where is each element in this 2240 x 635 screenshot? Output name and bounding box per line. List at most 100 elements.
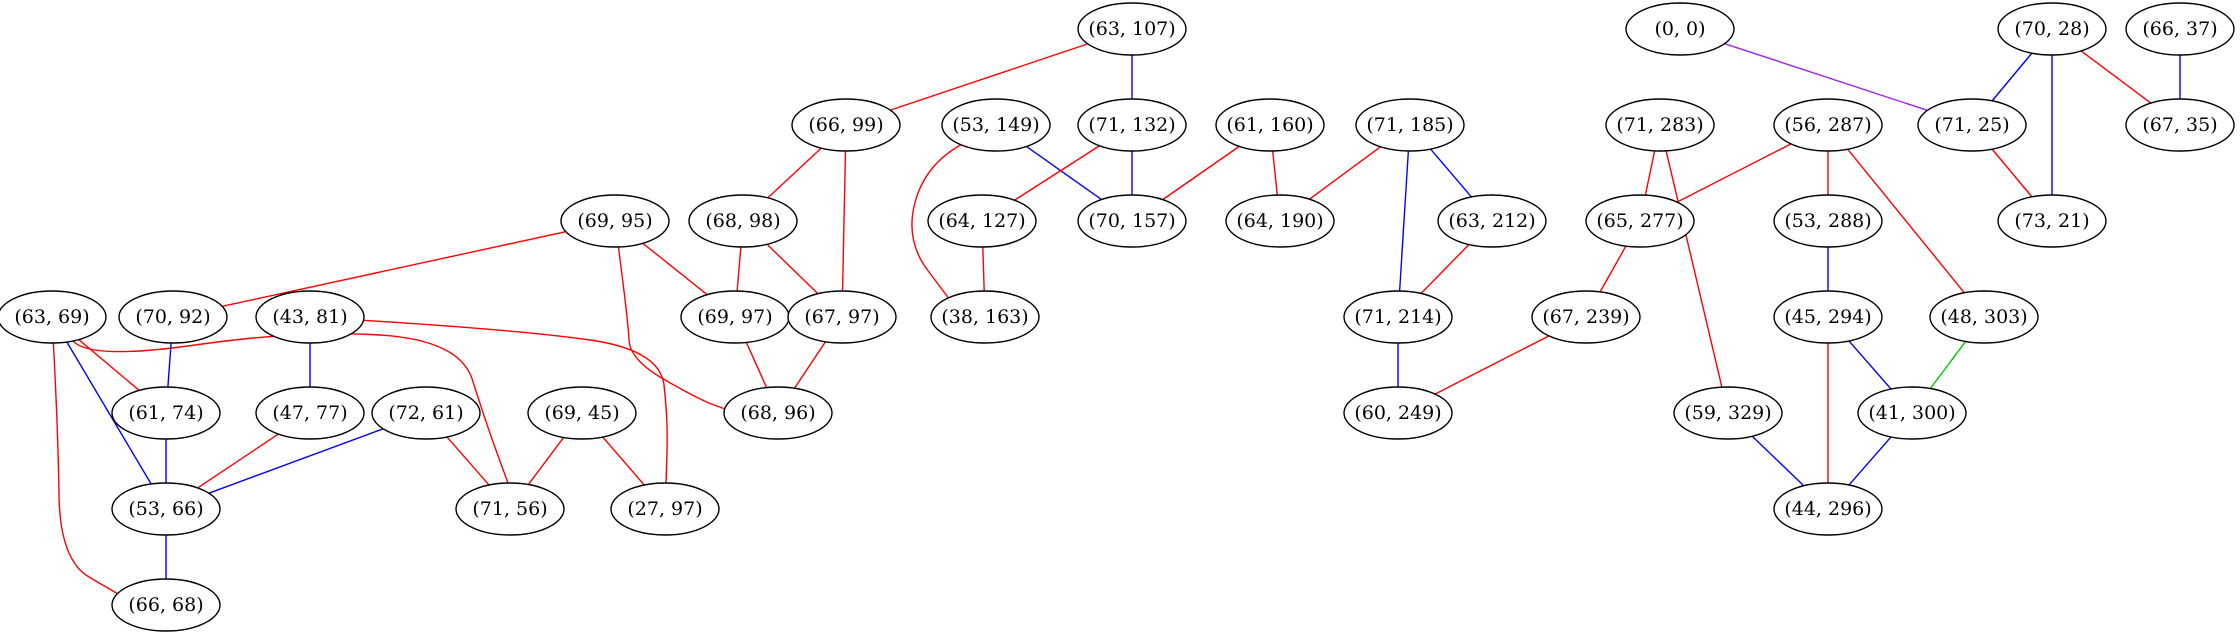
node-shape (111, 386, 221, 440)
node-label: (61, 74) (128, 402, 203, 424)
edge-48_303-41_300 (1929, 341, 1967, 389)
node-71_283: (71, 283) (1605, 98, 1715, 152)
node-label: (71, 56) (472, 498, 547, 520)
node-shape (688, 194, 798, 248)
edge-68_98-69_97 (736, 246, 742, 292)
edge-63_69-71_56 (72, 333, 509, 484)
node-shape (2125, 2, 2235, 56)
node-70_157: (70, 157) (1077, 194, 1187, 248)
node-47_77: (47, 77) (255, 386, 365, 440)
edge-45_294-41_300 (1848, 340, 1892, 390)
node-label: (47, 77) (272, 402, 347, 424)
node-69_97: (69, 97) (680, 290, 790, 344)
node-61_74: (61, 74) (111, 386, 221, 440)
node-shape (1929, 290, 2039, 344)
edge-71_132-64_127 (1014, 145, 1100, 201)
node-shape (111, 482, 221, 536)
edge-70_92-61_74 (167, 342, 172, 388)
edge-47_77-53_66 (197, 433, 279, 489)
node-73_21: (73, 21) (1997, 194, 2107, 248)
node-53_149: (53, 149) (941, 98, 1051, 152)
edge-69_95-69_97 (642, 242, 708, 296)
node-label: (66, 68) (128, 594, 203, 616)
node-label: (53, 149) (952, 114, 1039, 136)
node-64_127: (64, 127) (927, 194, 1037, 248)
node-label: (64, 190) (1236, 210, 1323, 232)
node-label: (68, 96) (740, 402, 815, 424)
node-43_81: (43, 81) (255, 290, 365, 344)
node-label: (27, 97) (627, 498, 702, 520)
node-48_303: (48, 303) (1929, 290, 2039, 344)
node-label: (41, 300) (1868, 402, 1955, 424)
node-63_212: (63, 212) (1437, 194, 1547, 248)
node-shape (1997, 194, 2107, 248)
node-label: (38, 163) (941, 306, 1028, 328)
edge-69_45-71_56 (527, 437, 565, 485)
node-shape (1773, 482, 1883, 536)
node-shape (455, 482, 565, 536)
node-label: (70, 92) (135, 306, 210, 328)
node-shape (1215, 98, 1325, 152)
node-63_69: (63, 69) (0, 290, 107, 344)
edge-56_287-48_303 (1847, 148, 1965, 294)
node-label: (63, 212) (1448, 210, 1535, 232)
node-label: (67, 239) (1542, 306, 1629, 328)
edge-67_97-68_96 (793, 341, 827, 389)
node-label: (70, 28) (2014, 18, 2089, 40)
node-65_277: (65, 277) (1585, 194, 1695, 248)
edge-69_45-27_97 (602, 436, 645, 486)
node-shape (791, 98, 901, 152)
node-label: (71, 25) (1934, 114, 2009, 136)
node-71_132: (71, 132) (1077, 98, 1187, 152)
node-shape (1857, 386, 1967, 440)
edge-63_69-53_66 (66, 341, 152, 485)
edge-59_329-44_296 (1751, 435, 1805, 487)
node-shape (560, 194, 670, 248)
node-label: (63, 69) (14, 306, 89, 328)
node-label: (0, 0) (1654, 18, 1705, 40)
node-27_97: (27, 97) (610, 482, 720, 536)
node-label: (59, 329) (1684, 402, 1771, 424)
edge-53_149-70_157 (1026, 145, 1102, 201)
node-56_287: (56, 287) (1773, 98, 1883, 152)
node-66_37: (66, 37) (2125, 2, 2235, 56)
node-label: (48, 303) (1940, 306, 2027, 328)
node-label: (69, 97) (697, 306, 772, 328)
node-label: (53, 66) (128, 498, 203, 520)
graph-edges (52, 42, 2181, 595)
edge-68_98-67_97 (766, 243, 819, 295)
edge-63_69-61_74 (78, 339, 140, 391)
edge-69_95-68_96 (617, 246, 729, 411)
node-44_296: (44, 296) (1773, 482, 1883, 536)
node-71_25: (71, 25) (1917, 98, 2027, 152)
edge-63_107-66_99 (890, 43, 1088, 111)
node-label: (65, 277) (1596, 210, 1683, 232)
node-shape (723, 386, 833, 440)
edge-66_99-67_97 (841, 150, 847, 292)
node-shape (118, 290, 228, 344)
node-label: (71, 214) (1354, 306, 1441, 328)
node-41_300: (41, 300) (1857, 386, 1967, 440)
node-shape (0, 290, 107, 344)
node-shape (1605, 98, 1715, 152)
node-66_99: (66, 99) (791, 98, 901, 152)
edge-70_28-67_35 (2080, 50, 2152, 104)
node-shape (1673, 386, 1783, 440)
node-63_107: (63, 107) (1077, 2, 1187, 56)
node-label: (60, 249) (1354, 402, 1441, 424)
edge-63_69-66_68 (52, 342, 119, 595)
node-label: (71, 185) (1366, 114, 1453, 136)
node-shape (1773, 290, 1883, 344)
edge-66_99-68_98 (767, 147, 822, 199)
edge-71_25-73_21 (1991, 148, 2033, 198)
edge-72_61-71_56 (446, 436, 490, 486)
node-shape (255, 386, 365, 440)
node-67_239: (67, 239) (1531, 290, 1641, 344)
node-label: (56, 287) (1784, 114, 1871, 136)
node-53_288: (53, 288) (1773, 194, 1883, 248)
edge-0_0-71_25 (1724, 42, 1928, 112)
node-shape (1917, 98, 2027, 152)
node-label: (64, 127) (938, 210, 1025, 232)
edge-65_277-67_239 (1599, 245, 1627, 293)
